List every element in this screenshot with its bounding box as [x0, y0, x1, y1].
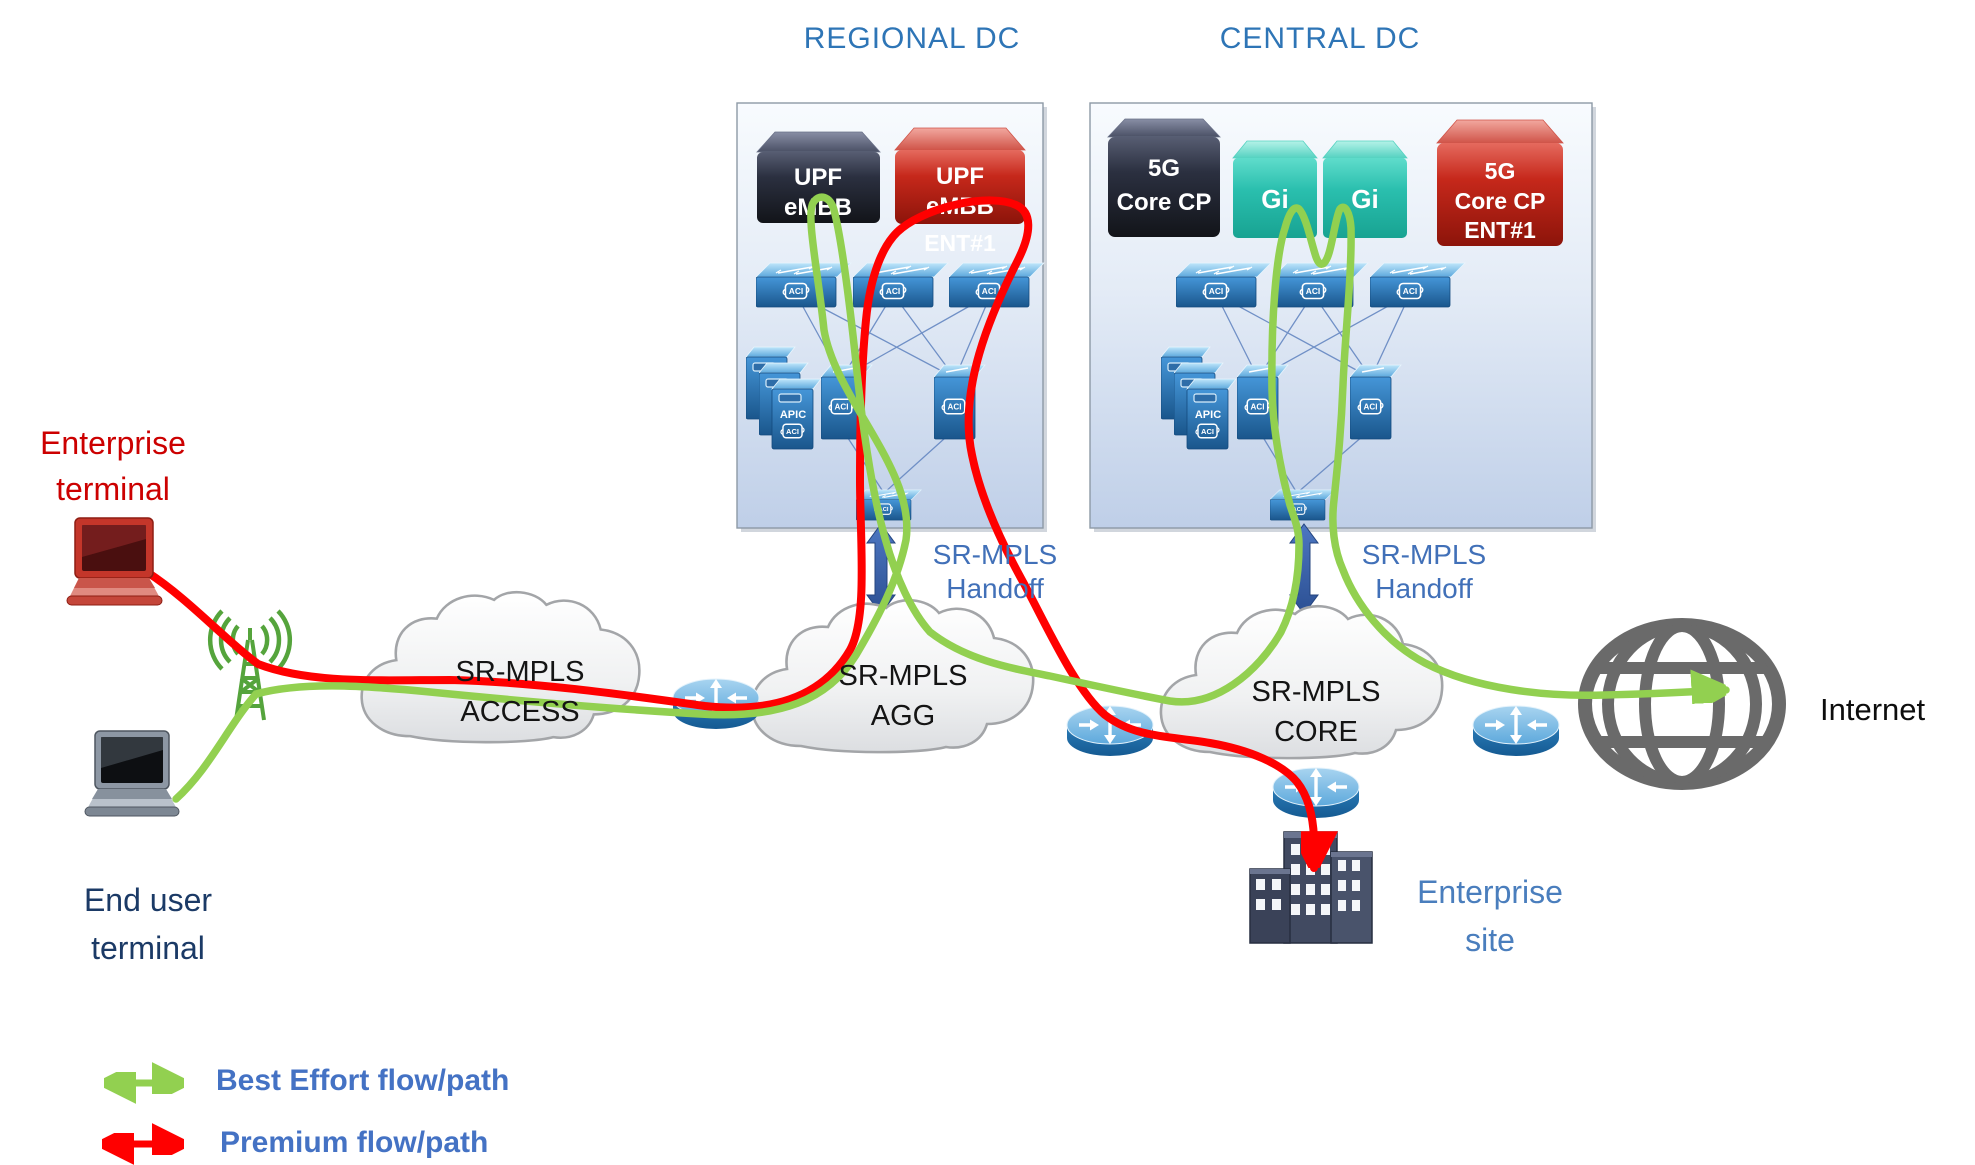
- best-effort-flow-path: [172, 193, 1730, 803]
- core-cp-ent-label-2: Core CP: [1455, 188, 1546, 214]
- upf-embb-ent-label-1: UPF: [936, 163, 984, 190]
- core-cp-ent-label-3: ENT#1: [1464, 217, 1536, 243]
- upf-embb-ent-label-3: ENT#1: [924, 230, 996, 256]
- access-cloud-line2: ACCESS: [460, 696, 580, 728]
- router-core-internet: [1471, 704, 1561, 757]
- enterprise-site-line1: Enterprise: [1417, 874, 1563, 910]
- enterprise-terminal-line2: terminal: [56, 471, 170, 507]
- agg-cloud-line2: AGG: [870, 700, 936, 732]
- agg-cloud-line1: SR-MPLS: [838, 660, 968, 692]
- internet-globe-icon: [1578, 618, 1786, 790]
- core-cp-ent-label-1: 5G: [1485, 158, 1516, 184]
- handoff-regional-line2: Handoff: [946, 573, 1044, 604]
- legend-premium-label: Premium flow/path: [220, 1126, 489, 1159]
- handoff-label-central: SR-MPLS Handoff: [1362, 538, 1486, 606]
- core-cp-label-1: 5G: [1148, 155, 1180, 182]
- agg-cloud-label: SR-MPLS AGG: [839, 656, 968, 736]
- handoff-label-regional: SR-MPLS Handoff: [933, 538, 1057, 606]
- gi-right-label: Gi: [1351, 184, 1378, 214]
- handoff-central-line2: Handoff: [1375, 573, 1473, 604]
- gi-left-label: Gi: [1261, 184, 1288, 214]
- upf-embb-label-1: UPF: [794, 164, 842, 191]
- central-gi-cube-left: Gi: [1232, 140, 1318, 238]
- central-gi-cube-right: Gi: [1322, 140, 1408, 238]
- core-cp-label-2: Core CP: [1117, 189, 1212, 216]
- internet-label: Internet: [1820, 692, 1926, 727]
- regional-upf-embb-cube: UPF eMBB: [756, 131, 881, 223]
- enterprise-terminal-line1: Enterprise: [40, 425, 186, 461]
- end-user-terminal-laptop-icon: [84, 730, 180, 817]
- enterprise-site-label: Enterprise site: [1417, 868, 1563, 964]
- access-cloud-label: SR-MPLS ACCESS: [456, 652, 585, 732]
- premium-flow-path: [143, 196, 1314, 872]
- apic-label: APIC: [780, 409, 806, 421]
- core-cloud-line1: SR-MPLS: [1251, 676, 1381, 708]
- enterprise-terminal-laptop-icon: [66, 517, 163, 606]
- enterprise-terminal-label: Enterprise terminal: [40, 420, 186, 512]
- central-5g-core-cp-cube: 5G Core CP: [1107, 118, 1221, 237]
- handoff-regional-line1: SR-MPLS: [932, 539, 1058, 570]
- legend-best-effort-label: Best Effort flow/path: [216, 1064, 510, 1097]
- access-cloud-line1: SR-MPLS: [455, 656, 585, 688]
- central-5g-core-cp-ent-cube: 5G Core CP ENT#1: [1436, 119, 1564, 246]
- apic-label: APIC: [1195, 409, 1221, 421]
- end-user-terminal-label: End user terminal: [84, 876, 212, 972]
- end-user-terminal-line2: terminal: [91, 930, 205, 966]
- regional-apic-cluster: APIC: [746, 346, 822, 450]
- enterprise-site-line2: site: [1465, 922, 1515, 958]
- regional-dc-title: REGIONAL DC: [803, 22, 1021, 55]
- core-cloud-label: SR-MPLS CORE: [1252, 672, 1381, 752]
- handoff-central-line1: SR-MPLS: [1361, 539, 1487, 570]
- core-cloud-line2: CORE: [1274, 716, 1358, 748]
- central-dc-title: CENTRAL DC: [1219, 22, 1421, 55]
- central-apic-cluster: APIC: [1161, 346, 1237, 450]
- end-user-terminal-line1: End user: [83, 882, 213, 918]
